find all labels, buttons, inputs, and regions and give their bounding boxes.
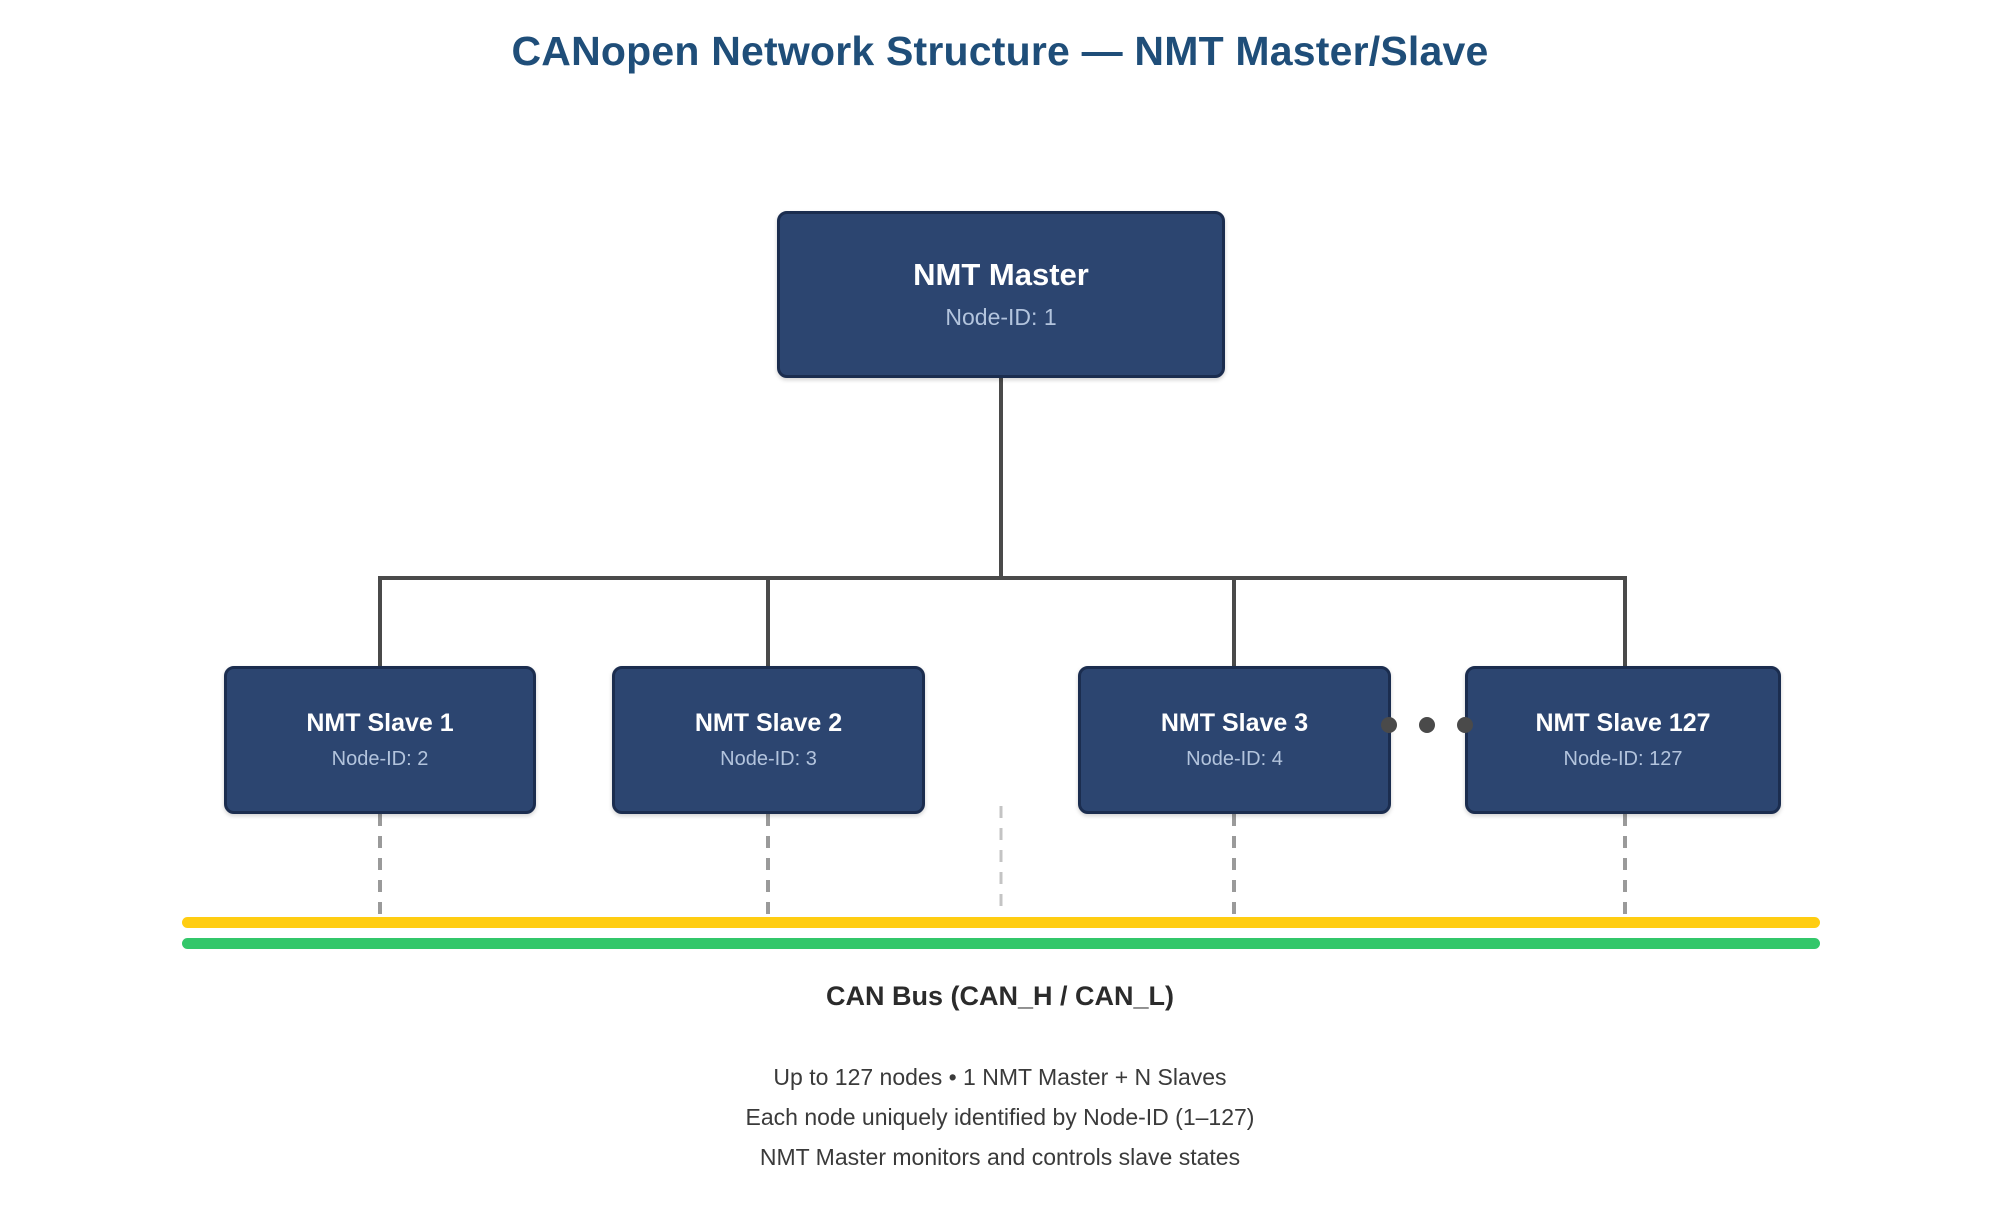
footer-line-2: Each node uniquely identified by Node-ID… (745, 1104, 1255, 1130)
page-title: CANopen Network Structure — NMT Master/S… (511, 28, 1489, 74)
node-nmt-slave-3[interactable]: NMT Slave 3 Node-ID: 4 (1078, 666, 1391, 814)
node-id-label: Node-ID: 3 (720, 748, 817, 771)
footer-notes: Up to 127 nodes • 1 NMT Master + N Slave… (0, 1057, 2000, 1177)
can-bus-label: CAN Bus (CAN_H / CAN_L) (825, 981, 1174, 1011)
ellipsis-dot-icon (1419, 717, 1435, 733)
ellipsis-dot-icon (1381, 717, 1397, 733)
node-id-label: Node-ID: 2 (331, 748, 429, 771)
node-title: NMT Slave 2 (694, 708, 843, 737)
ellipsis-dot-icon (1457, 717, 1473, 733)
node-id-label: Node-ID: 4 (1186, 748, 1283, 771)
node-nmt-master[interactable]: NMT Master Node-ID: 1 (777, 211, 1225, 378)
node-nmt-slave-1[interactable]: NMT Slave 1 Node-ID: 2 (224, 666, 536, 814)
node-title: NMT Master (913, 257, 1089, 293)
can-l-bus-line (182, 938, 1820, 949)
node-title: NMT Slave 127 (1535, 708, 1711, 737)
node-title: NMT Slave 3 (1160, 708, 1309, 737)
footer-line-3: NMT Master monitors and controls slave s… (759, 1144, 1241, 1170)
node-nmt-slave-127[interactable]: NMT Slave 127 Node-ID: 127 (1465, 666, 1781, 814)
can-h-bus-line (182, 917, 1820, 928)
node-title: NMT Slave 1 (306, 708, 454, 737)
node-id-label: Node-ID: 127 (1563, 748, 1683, 771)
footer-line-1: Up to 127 nodes • 1 NMT Master + N Slave… (773, 1064, 1227, 1090)
node-id-label: Node-ID: 1 (945, 304, 1057, 331)
node-nmt-slave-2[interactable]: NMT Slave 2 Node-ID: 3 (612, 666, 925, 814)
